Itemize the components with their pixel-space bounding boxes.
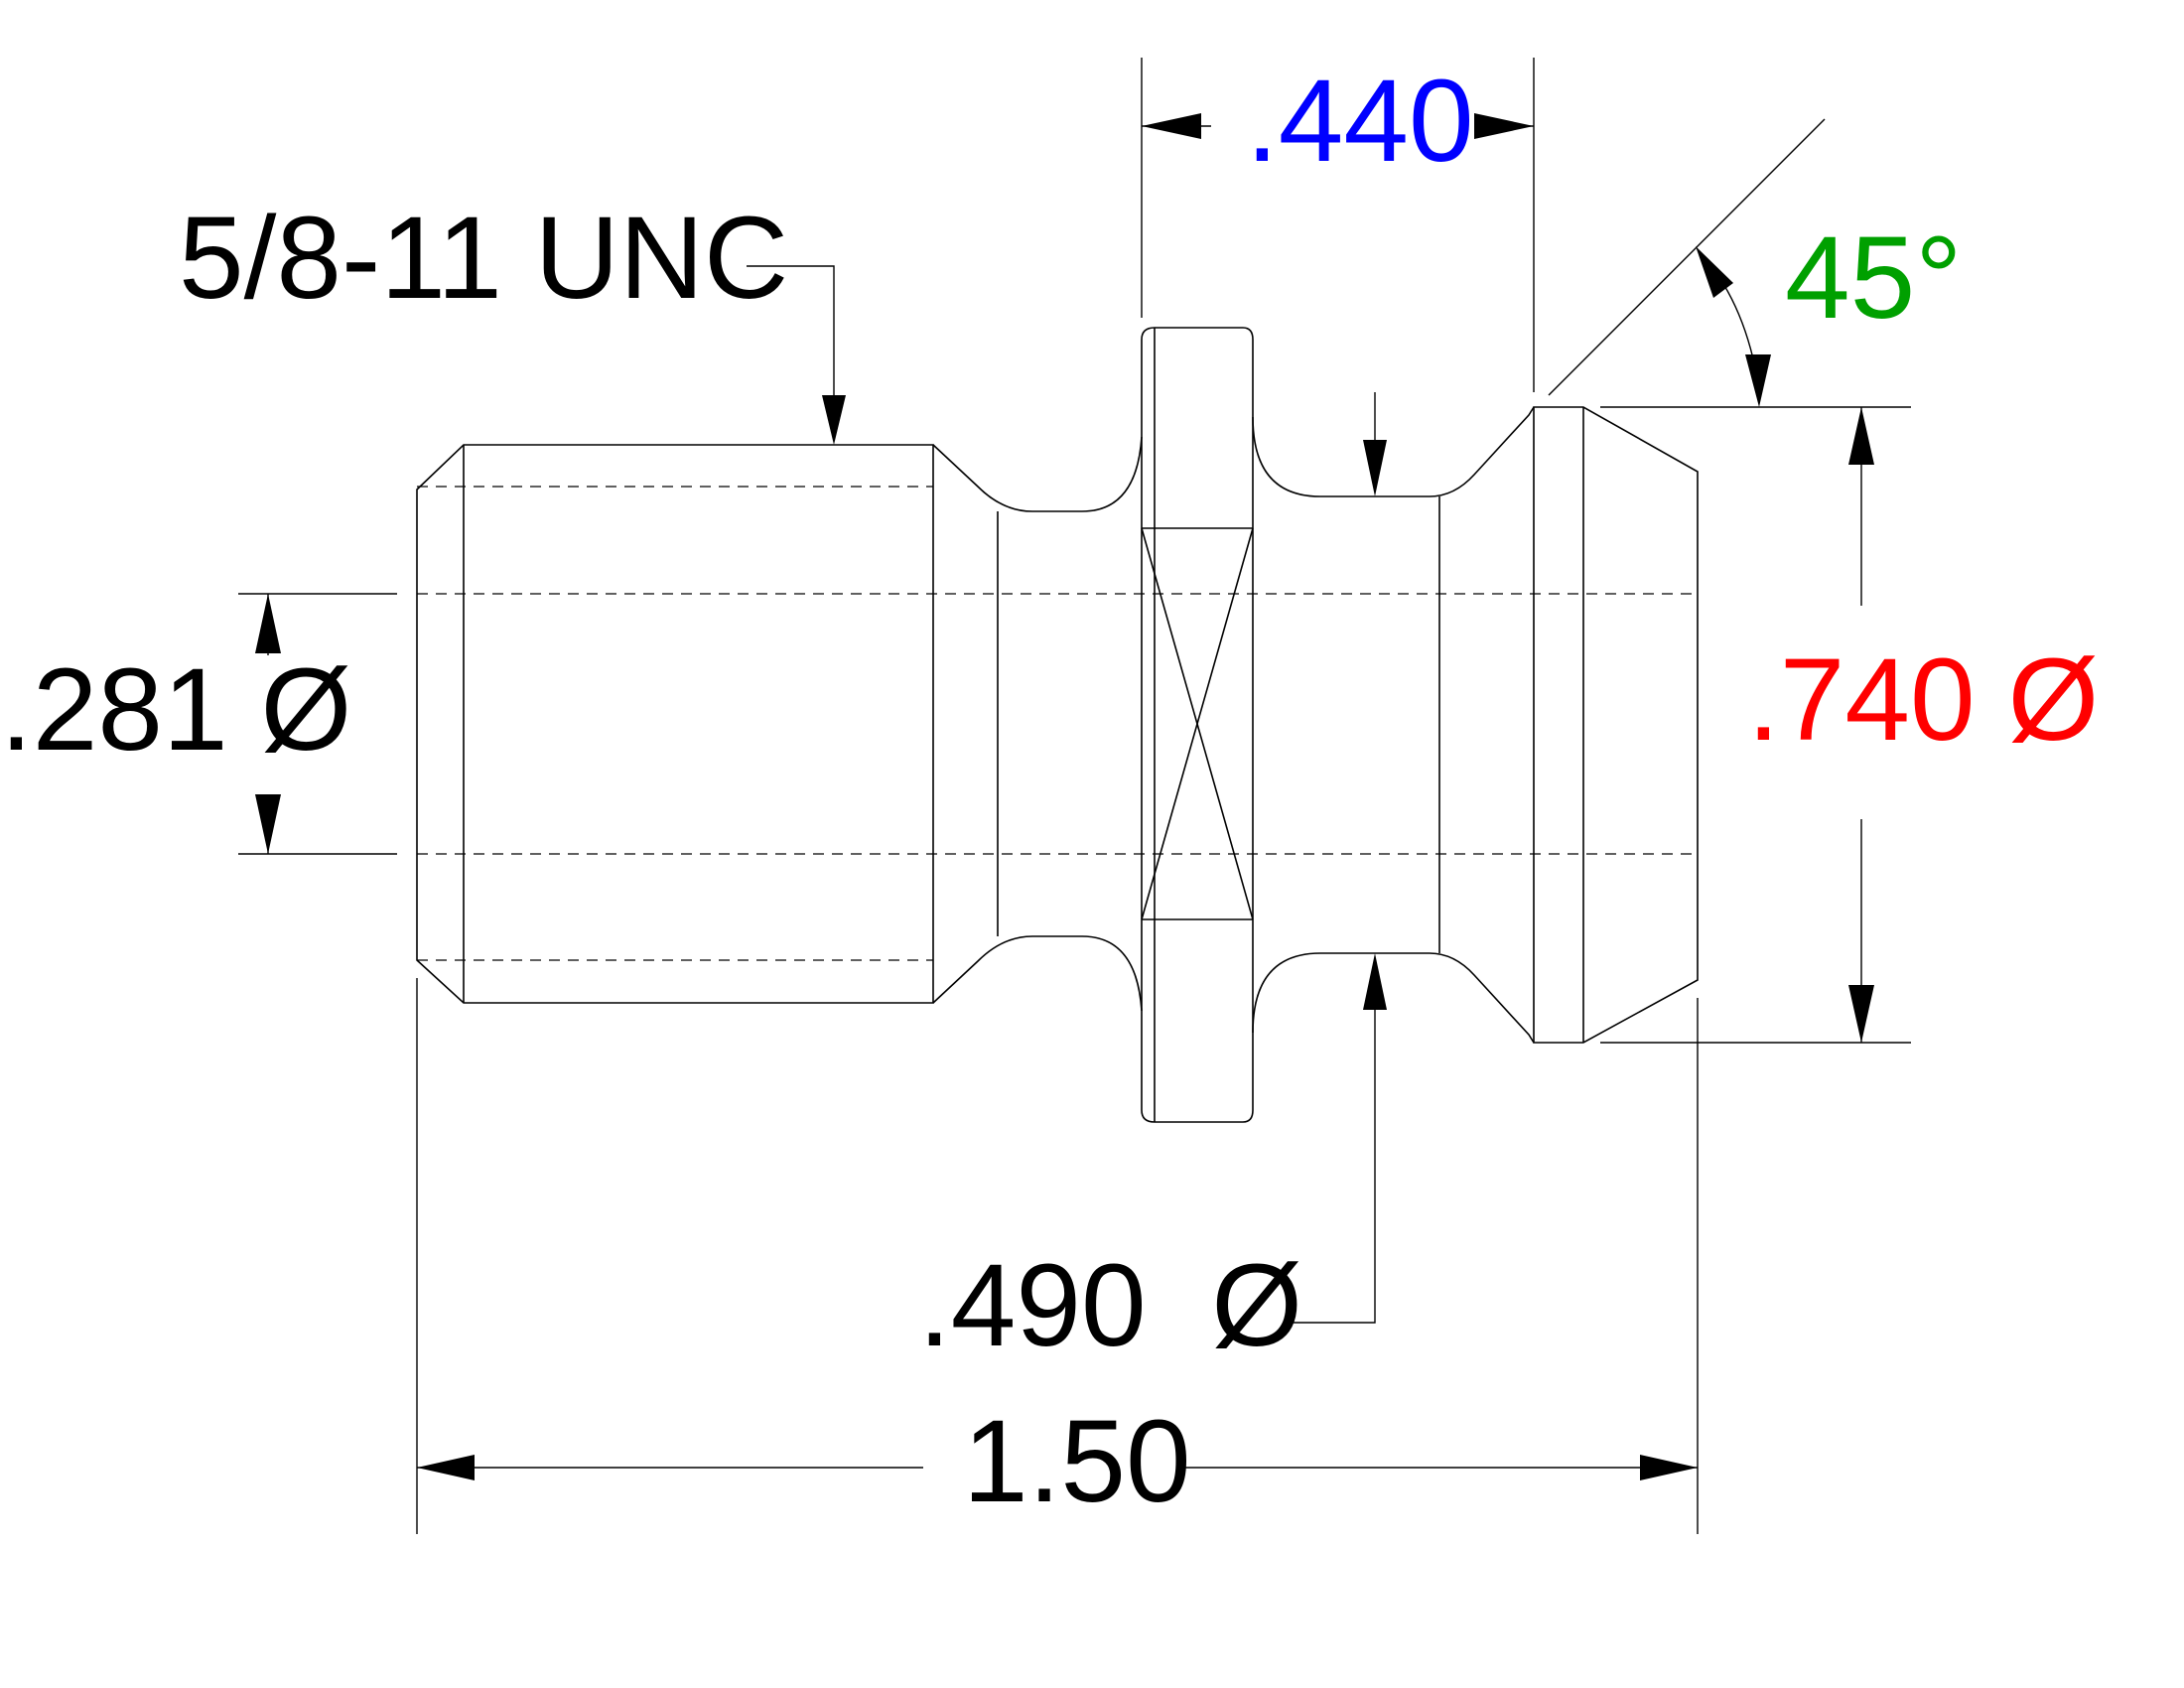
dim-440-arrow-right (1474, 113, 1534, 139)
thread-leader (747, 265, 835, 415)
groove-lower-profile (1252, 952, 1535, 1044)
dim-740-arrow-bottom (1848, 985, 1874, 1043)
dimensions (238, 58, 1911, 1534)
dim-740-label: .740 Ø (1747, 634, 2099, 766)
groove-upper-profile (1252, 406, 1535, 497)
part-outline (416, 327, 1699, 1123)
flange-outline (1141, 327, 1254, 1123)
thread-leader-arrowhead (822, 395, 846, 445)
dim-150-arrow-right (1640, 1455, 1698, 1480)
dim-440-label: .440 (1246, 56, 1474, 187)
labels: 5/8-11 UNC .440 45° .281 Ø .740 Ø .490 Ø… (0, 56, 2099, 1527)
dim-150-label: 1.50 (963, 1396, 1191, 1527)
angle-45-reference-line (1548, 118, 1826, 396)
neck-lower-profile (932, 935, 1143, 1012)
head-outline (1533, 406, 1699, 1044)
dim-490-leader-lower (1284, 983, 1376, 1324)
threaded-shank-outline (416, 444, 934, 1004)
thread-callout-label: 5/8-11 UNC (179, 193, 788, 324)
angle-45-arrow-lower (1745, 354, 1771, 407)
dim-490-arrow-upper (1363, 440, 1387, 496)
dim-150-arrow-left (417, 1455, 475, 1480)
angle-45-arrow-upper (1696, 246, 1733, 298)
angle-45-label: 45° (1785, 212, 1962, 344)
dim-490-label: .490 Ø (918, 1240, 1302, 1371)
dim-440-arrow-left (1142, 113, 1201, 139)
dim-740-arrow-top (1848, 407, 1874, 465)
neck-upper-profile (932, 436, 1143, 512)
dim-281-label: .281 Ø (0, 644, 351, 775)
dim-281-arrow-top (255, 594, 281, 653)
dim-281-arrow-bottom (255, 794, 281, 854)
hidden-lines (417, 486, 1698, 961)
dim-490-arrow-lower (1363, 953, 1387, 1010)
